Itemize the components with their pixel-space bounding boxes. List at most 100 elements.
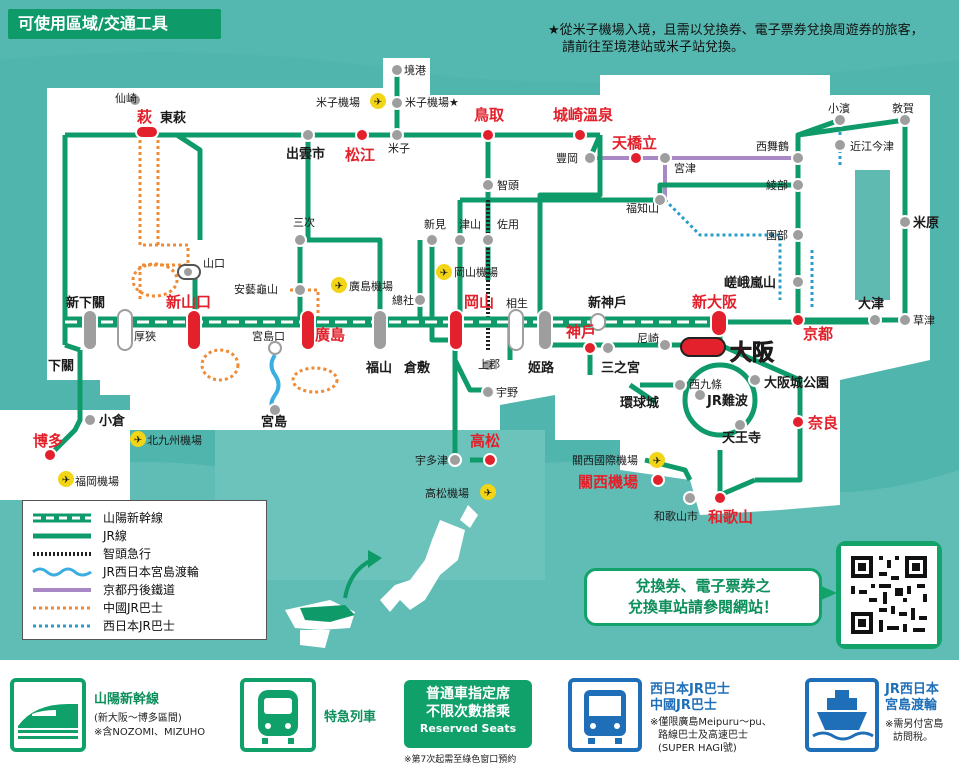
- category-bus: 西日本JR巴士 中國JR巴士 ※僅限廣島Meipuru～pu、 路線巴士及高速巴…: [568, 660, 798, 770]
- station-labels: 境港 米子機場 米子機場★ 米子 出雲市 松江 鳥取 城崎溫泉 豐岡 天橋立 宮…: [33, 63, 939, 526]
- bus-icon: [568, 678, 642, 752]
- osaka-loop-line: [682, 362, 758, 438]
- shinkansen-icon: [10, 678, 86, 752]
- airport-icons: [58, 93, 665, 500]
- qr-code[interactable]: [836, 541, 942, 649]
- label-yonago: 米子: [388, 142, 410, 155]
- svg-text:✈: ✈: [374, 97, 382, 108]
- label-wakayamashi: 和歌山市: [654, 509, 698, 523]
- label-uno: 宇野: [496, 386, 518, 399]
- label-sayo: 佐用: [497, 217, 519, 231]
- label-kurashiki: 倉敷: [403, 360, 431, 376]
- shinkansen-train-icon: [18, 704, 78, 739]
- category-reserved-seats: 普通車指定席 不限次數搭乘 Reserved Seats ※第7次起需至綠色窗口…: [404, 660, 544, 770]
- bus-front-icon: [584, 690, 626, 744]
- legend-item-ferry: JR西日本宮島渡輪: [31, 563, 261, 581]
- label-sonobe: 園部: [766, 228, 788, 242]
- legend-label: 智頭急行: [103, 547, 152, 561]
- label-miyajima: 宮島: [261, 414, 287, 430]
- label-aioi: 相生: [506, 296, 528, 310]
- airplane-glyphs: ✈✈✈ ✈✈✈✈: [62, 97, 661, 499]
- ferry-boat-icon: [812, 690, 874, 741]
- label-utazu: 宇多津: [415, 453, 448, 467]
- airplane-icon: [370, 93, 386, 109]
- legend-label: 山陽新幹線: [103, 511, 164, 525]
- label-tsuruga: 敦賀: [892, 101, 914, 115]
- label-hiroshima: 廣島: [315, 326, 345, 344]
- kyushu-land: [0, 410, 130, 500]
- label-aki-kameyama: 安藝龜山: [234, 282, 278, 296]
- note-line-1: ★從米子機場入境，且需以兌換券、電子票券兌換周遊券的旅客，: [548, 23, 924, 38]
- category-title: 山陽新幹線: [94, 692, 160, 707]
- label-hagi: 萩: [137, 108, 152, 126]
- ferry-icon: [805, 678, 879, 752]
- reserved-line-2: 不限次數搭乘: [426, 704, 510, 720]
- category-title: 西日本JR巴士: [650, 682, 730, 697]
- airplane-icon: [436, 264, 452, 280]
- label-nishimaizuru: 西舞鶴: [756, 139, 789, 153]
- category-sub: ※需另付宮島: [885, 719, 944, 730]
- airplane-icon: [58, 471, 74, 487]
- label-obama: 小濱: [828, 101, 850, 115]
- svg-text:✈: ✈: [134, 435, 142, 446]
- reserved-line-3: Reserved Seats: [419, 722, 517, 735]
- limited-express-train-icon: [258, 690, 298, 744]
- label-sannomiya: 三之宮: [601, 360, 640, 376]
- category-sub: (SUPER HAGI號): [658, 743, 737, 754]
- label-toyooka: 豐岡: [556, 152, 578, 165]
- category-sub: 路線巴士及高速巴士: [658, 730, 748, 741]
- kyotango-swatch: [33, 588, 91, 592]
- shinkansen-swatch: [33, 513, 91, 523]
- label-kansai-airport-hw: 關西國際機場: [572, 453, 638, 467]
- label-kokura: 小倉: [99, 413, 126, 429]
- legend-item-chizu: 智頭急行: [31, 545, 261, 563]
- label-miyajimaguchi: 宮島口: [252, 329, 285, 343]
- label-kinosaki: 城崎溫泉: [553, 106, 614, 124]
- category-title: 特急列車: [324, 710, 377, 725]
- label-matsue: 松江: [345, 146, 375, 164]
- svg-text:✈: ✈: [440, 268, 448, 279]
- legend-label: JR線: [103, 529, 127, 543]
- label-niimi: 新見: [424, 217, 446, 231]
- legend-item-chugoku-bus: 中國JR巴士: [31, 599, 261, 617]
- label-takamatsu: 高松: [470, 432, 500, 450]
- label-fukuyama: 福山: [365, 360, 392, 376]
- legend-item-kyotango: 京都丹後鐵道: [31, 581, 261, 599]
- airplane-icon: [331, 277, 347, 293]
- sea-wave-top: [0, 0, 959, 83]
- category-limited-express: 特急列車: [240, 660, 400, 770]
- note-line-2: 請前往至境港站或米子站兌換。: [562, 40, 745, 55]
- label-amanohashidate: 天橋立: [612, 134, 657, 152]
- category-sub: 訪問稅。: [893, 732, 933, 743]
- label-shimonoseki: 下關: [48, 359, 74, 374]
- category-title: JR西日本: [885, 682, 939, 697]
- label-kobe: 神戶: [566, 323, 596, 341]
- chugoku-bus-swatch: [33, 606, 91, 610]
- category-title: 宮島渡輪: [885, 698, 938, 713]
- legend-label: 西日本JR巴士: [103, 619, 175, 633]
- label-yonago-airport-star: 米子機場★: [405, 95, 459, 109]
- shikoku-land: [215, 430, 545, 580]
- legend-item-shinkansen: 山陽新幹線: [31, 509, 261, 527]
- miyajima-ferry-route: [269, 353, 281, 412]
- label-himeji: 姬路: [528, 360, 555, 376]
- regular-stations: [43, 63, 912, 505]
- section-title: 可使用區域/交通工具: [8, 9, 221, 39]
- label-maibara: 米原: [913, 215, 939, 231]
- qr-code-icon: [841, 546, 937, 644]
- label-amagasaki: 尼崎: [637, 331, 659, 345]
- label-yamaguchi: 山口: [203, 257, 225, 270]
- label-miyoshi: 三次: [293, 215, 315, 229]
- label-kyoto: 京都: [803, 325, 833, 343]
- chizu-swatch: [33, 552, 91, 556]
- category-sub: ※僅限廣島Meipuru～pu、: [650, 717, 772, 728]
- limited-express-icon: [240, 678, 316, 752]
- svg-text:✈: ✈: [484, 488, 492, 499]
- label-omi-imazu: 近江今津: [850, 139, 894, 153]
- label-hakata: 博多: [33, 432, 63, 450]
- category-shinkansen: 山陽新幹線 (新大阪～博多區間) ※含NOZOMI、MIZUHO: [10, 660, 235, 770]
- airplane-icon: [130, 431, 146, 447]
- label-shin-shimonoseki: 新下關: [66, 295, 105, 311]
- label-shin-yamaguchi: 新山口: [166, 293, 211, 311]
